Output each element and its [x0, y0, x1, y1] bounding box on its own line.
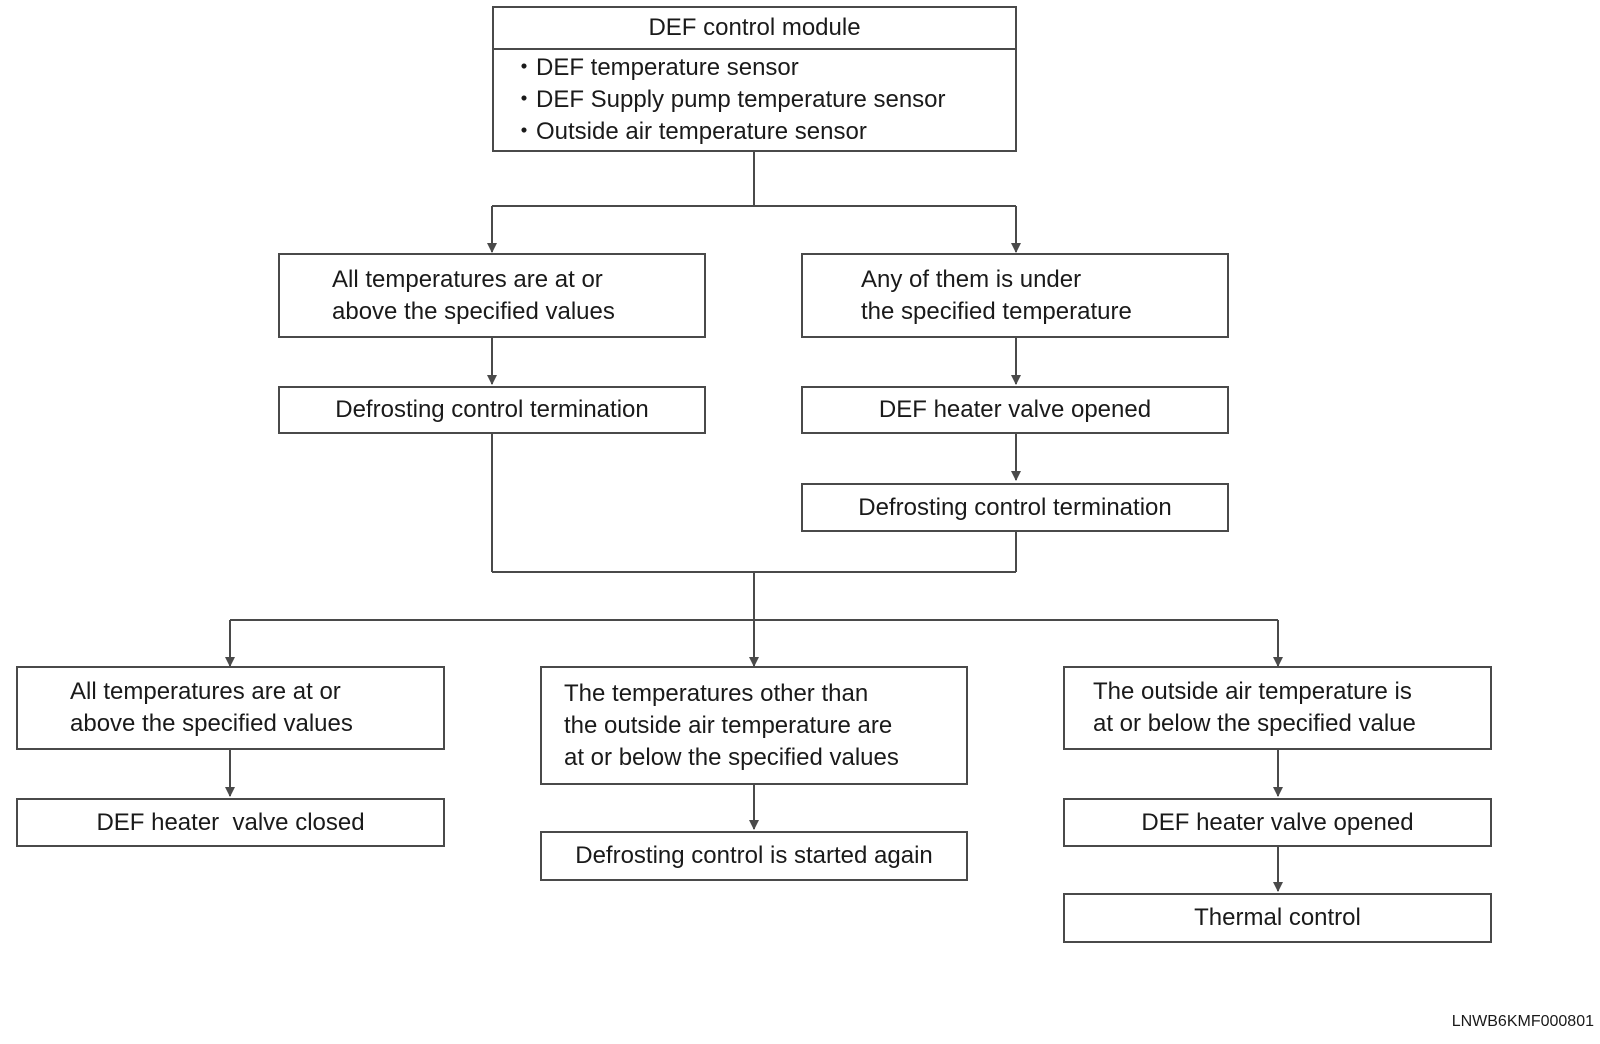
- condition-line: All temperatures are at or: [332, 265, 603, 293]
- figure-reference-code: LNWB6KMF000801: [1451, 1013, 1594, 1030]
- result-text: DEF heater valve opened: [878, 396, 1152, 423]
- sensor-item-outside-air-temperature: ・Outside air temperature sensor: [512, 118, 867, 145]
- level2-right-result2-box: Thermal control: [1063, 893, 1492, 943]
- level2-left-condition-box: All temperatures are at or above the spe…: [16, 666, 445, 750]
- condition-line: at or below the specified value: [1093, 710, 1416, 737]
- result-text: DEF heater valve closed: [96, 808, 365, 836]
- level1-left-condition-box: All temperatures are at or above the spe…: [278, 253, 706, 338]
- level1-left-result-box: Defrosting control termination: [278, 386, 706, 434]
- condition-line: at or below the specified values: [564, 743, 899, 771]
- level1-right-result-box: DEF heater valve opened: [801, 386, 1229, 434]
- condition-line: All temperatures are at or: [70, 678, 341, 705]
- level2-middle-result-box: Defrosting control is started again: [540, 831, 968, 881]
- result-text: Thermal control: [1194, 904, 1361, 931]
- level2-right-condition-box: The outside air temperature is at or bel…: [1063, 666, 1492, 750]
- condition-line: the specified temperature: [861, 297, 1132, 325]
- result-text: Defrosting control is started again: [575, 842, 933, 869]
- def-control-module-box: DEF control module ・DEF temperature sens…: [492, 6, 1017, 152]
- condition-line: the outside air temperature are: [564, 711, 893, 739]
- result-text: Defrosting control termination: [858, 493, 1172, 521]
- level2-left-result-box: DEF heater valve closed: [16, 798, 445, 847]
- condition-line: above the specified values: [332, 297, 615, 325]
- level1-right-result2-box: Defrosting control termination: [801, 483, 1229, 532]
- condition-line: The outside air temperature is: [1093, 678, 1412, 705]
- sensor-item-def-temperature: ・DEF temperature sensor: [512, 54, 799, 81]
- condition-line: The temperatures other than: [564, 679, 869, 707]
- def-control-module-title: DEF control module: [494, 8, 1015, 50]
- condition-line: above the specified values: [70, 710, 353, 737]
- level2-right-result-box: DEF heater valve opened: [1063, 798, 1492, 847]
- level2-middle-condition-box: The temperatures other than the outside …: [540, 666, 968, 785]
- result-text: Defrosting control termination: [335, 396, 649, 423]
- level1-right-condition-box: Any of them is under the specified tempe…: [801, 253, 1229, 338]
- condition-line: Any of them is under: [861, 265, 1082, 293]
- result-text: DEF heater valve opened: [1141, 808, 1414, 836]
- sensor-item-supply-pump-temperature: ・DEF Supply pump temperature sensor: [512, 86, 946, 113]
- sensor-list: ・DEF temperature sensor ・DEF Supply pump…: [512, 52, 946, 148]
